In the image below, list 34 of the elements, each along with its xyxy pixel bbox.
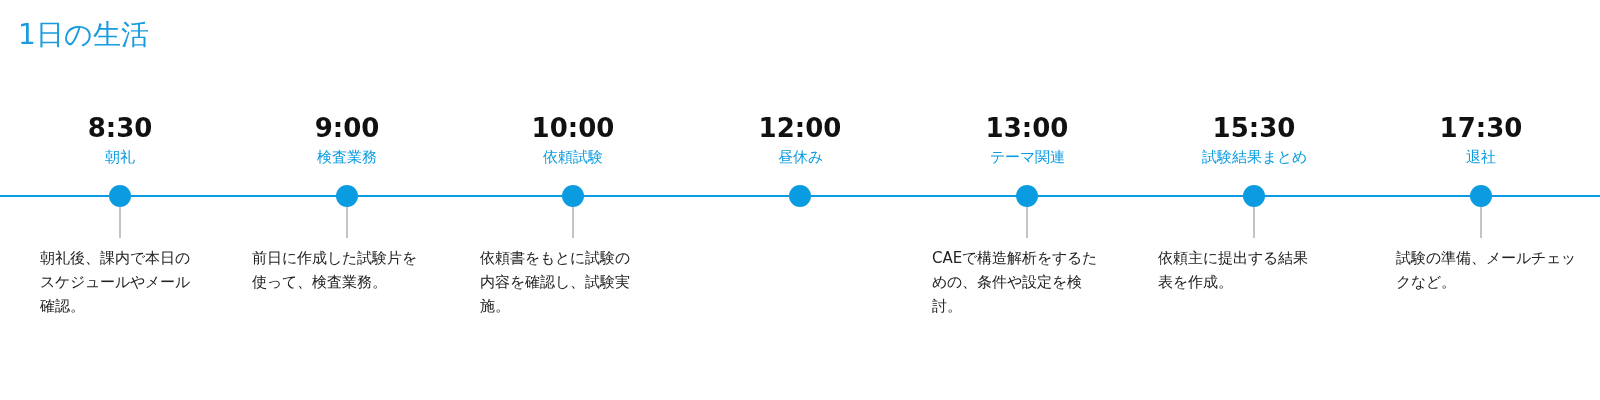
leader-line <box>1480 206 1482 239</box>
title: 1日の生活 <box>18 18 149 52</box>
description-text: 朝礼後、課内で本日のスケジュールやメール確認。 <box>40 248 191 317</box>
timeline-dot <box>1016 185 1038 207</box>
time-label: 9:00 <box>314 115 380 141</box>
time-label: 15:30 <box>1212 115 1296 141</box>
timeline-dot <box>1470 185 1492 207</box>
activity-label: 検査業務 <box>317 150 377 165</box>
description-text: 依頼書をもとに試験の内容を確認し、試験実施。 <box>480 248 631 317</box>
timeline-dot <box>336 185 358 207</box>
activity-label: 朝礼 <box>105 150 135 165</box>
activity-label: 昼休み <box>777 150 823 165</box>
time-label: 13:00 <box>985 115 1069 141</box>
description-text: CAEで構造解析をするための、条件や設定を検討。 <box>932 248 1099 317</box>
activity-label: 退社 <box>1466 150 1496 165</box>
activity-label: テーマ関連 <box>989 150 1065 165</box>
time-label: 17:30 <box>1439 115 1523 141</box>
description-text: 前日に作成した試験片を使って、検査業務。 <box>252 248 418 293</box>
description-text: 依頼主に提出する結果表を作成。 <box>1158 248 1309 293</box>
time-label: 10:00 <box>531 115 615 141</box>
description-text: 試験の準備、メールチェックなど。 <box>1396 248 1576 293</box>
timeline-dot <box>109 185 131 207</box>
timeline-dot <box>562 185 584 207</box>
leader-line <box>1026 206 1028 239</box>
timeline-dot <box>789 185 811 207</box>
time-label: 12:00 <box>758 115 842 141</box>
leader-line <box>346 206 348 239</box>
leader-line <box>1253 206 1255 239</box>
activity-label: 試験結果まとめ <box>1201 150 1307 165</box>
time-label: 8:30 <box>87 115 153 141</box>
activity-label: 依頼試験 <box>543 150 603 165</box>
leader-line <box>119 206 121 239</box>
timeline-dot <box>1243 185 1265 207</box>
leader-line <box>572 206 574 239</box>
